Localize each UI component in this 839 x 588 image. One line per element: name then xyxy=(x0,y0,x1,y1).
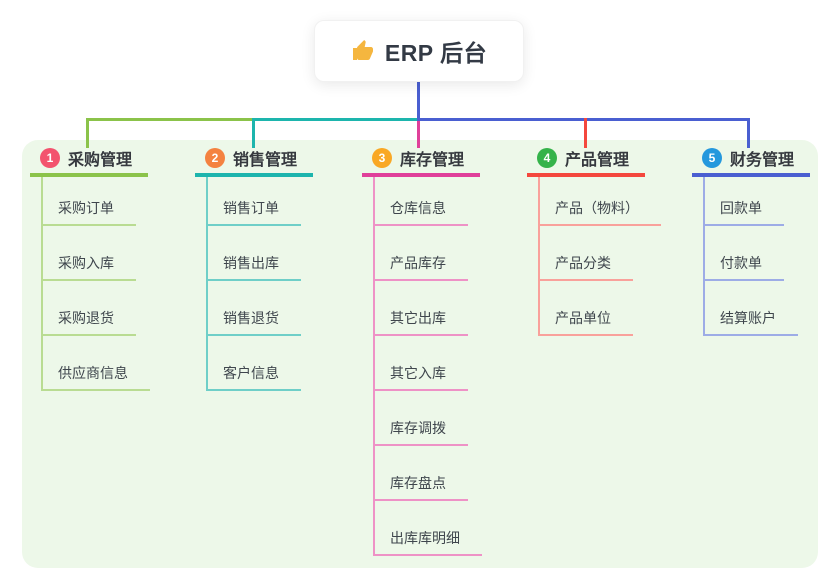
child-node-label: 库存盘点 xyxy=(375,473,468,501)
child-node[interactable]: 销售订单 xyxy=(208,177,345,226)
child-node-label: 客户信息 xyxy=(208,363,301,391)
branch-header-1[interactable]: 1 采购管理 xyxy=(30,148,148,177)
branches-panel xyxy=(22,140,818,568)
branch-children: 销售订单销售出库销售退货客户信息 xyxy=(206,177,345,391)
branch-label: 销售管理 xyxy=(233,152,298,169)
child-node[interactable]: 采购退货 xyxy=(43,281,180,336)
branch-label: 采购管理 xyxy=(68,152,133,169)
branch-children: 仓库信息产品库存其它出库其它入库库存调拨库存盘点出库库明细 xyxy=(373,177,512,556)
child-node-label: 其它入库 xyxy=(375,363,468,391)
branch-number-badge: 5 xyxy=(702,148,722,168)
branch-1: 1 采购管理采购订单采购入库采购退货供应商信息 xyxy=(30,148,180,391)
child-node[interactable]: 其它出库 xyxy=(375,281,512,336)
thumbs-up-icon xyxy=(352,40,373,60)
child-node-label: 回款单 xyxy=(705,198,784,226)
child-node-label: 销售订单 xyxy=(208,198,301,226)
child-node[interactable]: 采购入库 xyxy=(43,226,180,281)
child-node-label: 产品库存 xyxy=(375,253,468,281)
child-node[interactable]: 出库库明细 xyxy=(375,501,512,556)
root-connector xyxy=(417,82,420,121)
branch-header-4[interactable]: 4 产品管理 xyxy=(527,148,645,177)
branch-5: 5 财务管理回款单付款单结算账户 xyxy=(692,148,839,336)
branch-drop-2 xyxy=(252,118,255,148)
child-node[interactable]: 销售退货 xyxy=(208,281,345,336)
branch-header-3[interactable]: 3 库存管理 xyxy=(362,148,480,177)
child-node[interactable]: 结算账户 xyxy=(705,281,839,336)
branch-label: 产品管理 xyxy=(565,152,630,169)
branch-number-badge: 2 xyxy=(205,148,225,168)
child-node-label: 销售退货 xyxy=(208,308,301,336)
rail-segment-1 xyxy=(86,118,255,121)
branch-number-badge: 3 xyxy=(372,148,392,168)
rail-segment-3 xyxy=(417,118,750,121)
child-node-label: 采购退货 xyxy=(43,308,136,336)
child-node[interactable]: 销售出库 xyxy=(208,226,345,281)
child-node-label: 产品（物料） xyxy=(540,198,661,226)
child-node-label: 库存调拨 xyxy=(375,418,468,446)
child-node-label: 采购订单 xyxy=(43,198,136,226)
branch-2: 2 销售管理销售订单销售出库销售退货客户信息 xyxy=(195,148,345,391)
child-node-label: 付款单 xyxy=(705,253,784,281)
branch-header-5[interactable]: 5 财务管理 xyxy=(692,148,810,177)
branch-children: 回款单付款单结算账户 xyxy=(703,177,839,336)
child-node[interactable]: 其它入库 xyxy=(375,336,512,391)
child-node[interactable]: 产品单位 xyxy=(540,281,677,336)
child-node[interactable]: 供应商信息 xyxy=(43,336,180,391)
child-node[interactable]: 产品库存 xyxy=(375,226,512,281)
child-node-label: 其它出库 xyxy=(375,308,468,336)
branch-drop-1 xyxy=(86,118,89,148)
branch-label: 财务管理 xyxy=(730,152,795,169)
child-node[interactable]: 采购订单 xyxy=(43,177,180,226)
branch-4: 4 产品管理产品（物料） 产品分类产品单位 xyxy=(527,148,677,336)
branch-number-badge: 1 xyxy=(40,148,60,168)
branch-drop-3 xyxy=(417,121,420,148)
branch-drop-5 xyxy=(747,118,750,148)
child-node[interactable]: 仓库信息 xyxy=(375,177,512,226)
child-node[interactable]: 产品（物料） xyxy=(540,177,677,226)
branch-header-2[interactable]: 2 销售管理 xyxy=(195,148,313,177)
child-node[interactable]: 客户信息 xyxy=(208,336,345,391)
child-node-label: 出库库明细 xyxy=(375,528,482,556)
root-node[interactable]: ERP 后台 xyxy=(314,20,524,82)
branch-number-badge: 4 xyxy=(537,148,557,168)
child-node-label: 供应商信息 xyxy=(43,363,150,391)
child-node[interactable]: 库存盘点 xyxy=(375,446,512,501)
child-node-label: 销售出库 xyxy=(208,253,301,281)
branch-children: 采购订单采购入库采购退货供应商信息 xyxy=(41,177,180,391)
child-node-label: 结算账户 xyxy=(705,308,798,336)
child-node[interactable]: 产品分类 xyxy=(540,226,677,281)
child-node-label: 仓库信息 xyxy=(375,198,468,226)
root-node-label: ERP 后台 xyxy=(384,40,488,66)
child-node[interactable]: 回款单 xyxy=(705,177,839,226)
child-node[interactable]: 库存调拨 xyxy=(375,391,512,446)
child-node-label: 产品分类 xyxy=(540,253,633,281)
branch-drop-4 xyxy=(584,118,587,148)
branch-3: 3 库存管理仓库信息产品库存其它出库其它入库库存调拨库存盘点出库库明细 xyxy=(362,148,512,556)
branch-children: 产品（物料） 产品分类产品单位 xyxy=(538,177,677,336)
child-node-label: 采购入库 xyxy=(43,253,136,281)
child-node-label: 产品单位 xyxy=(540,308,633,336)
child-node[interactable]: 付款单 xyxy=(705,226,839,281)
rail-segment-2 xyxy=(252,118,420,121)
branch-label: 库存管理 xyxy=(400,152,465,169)
